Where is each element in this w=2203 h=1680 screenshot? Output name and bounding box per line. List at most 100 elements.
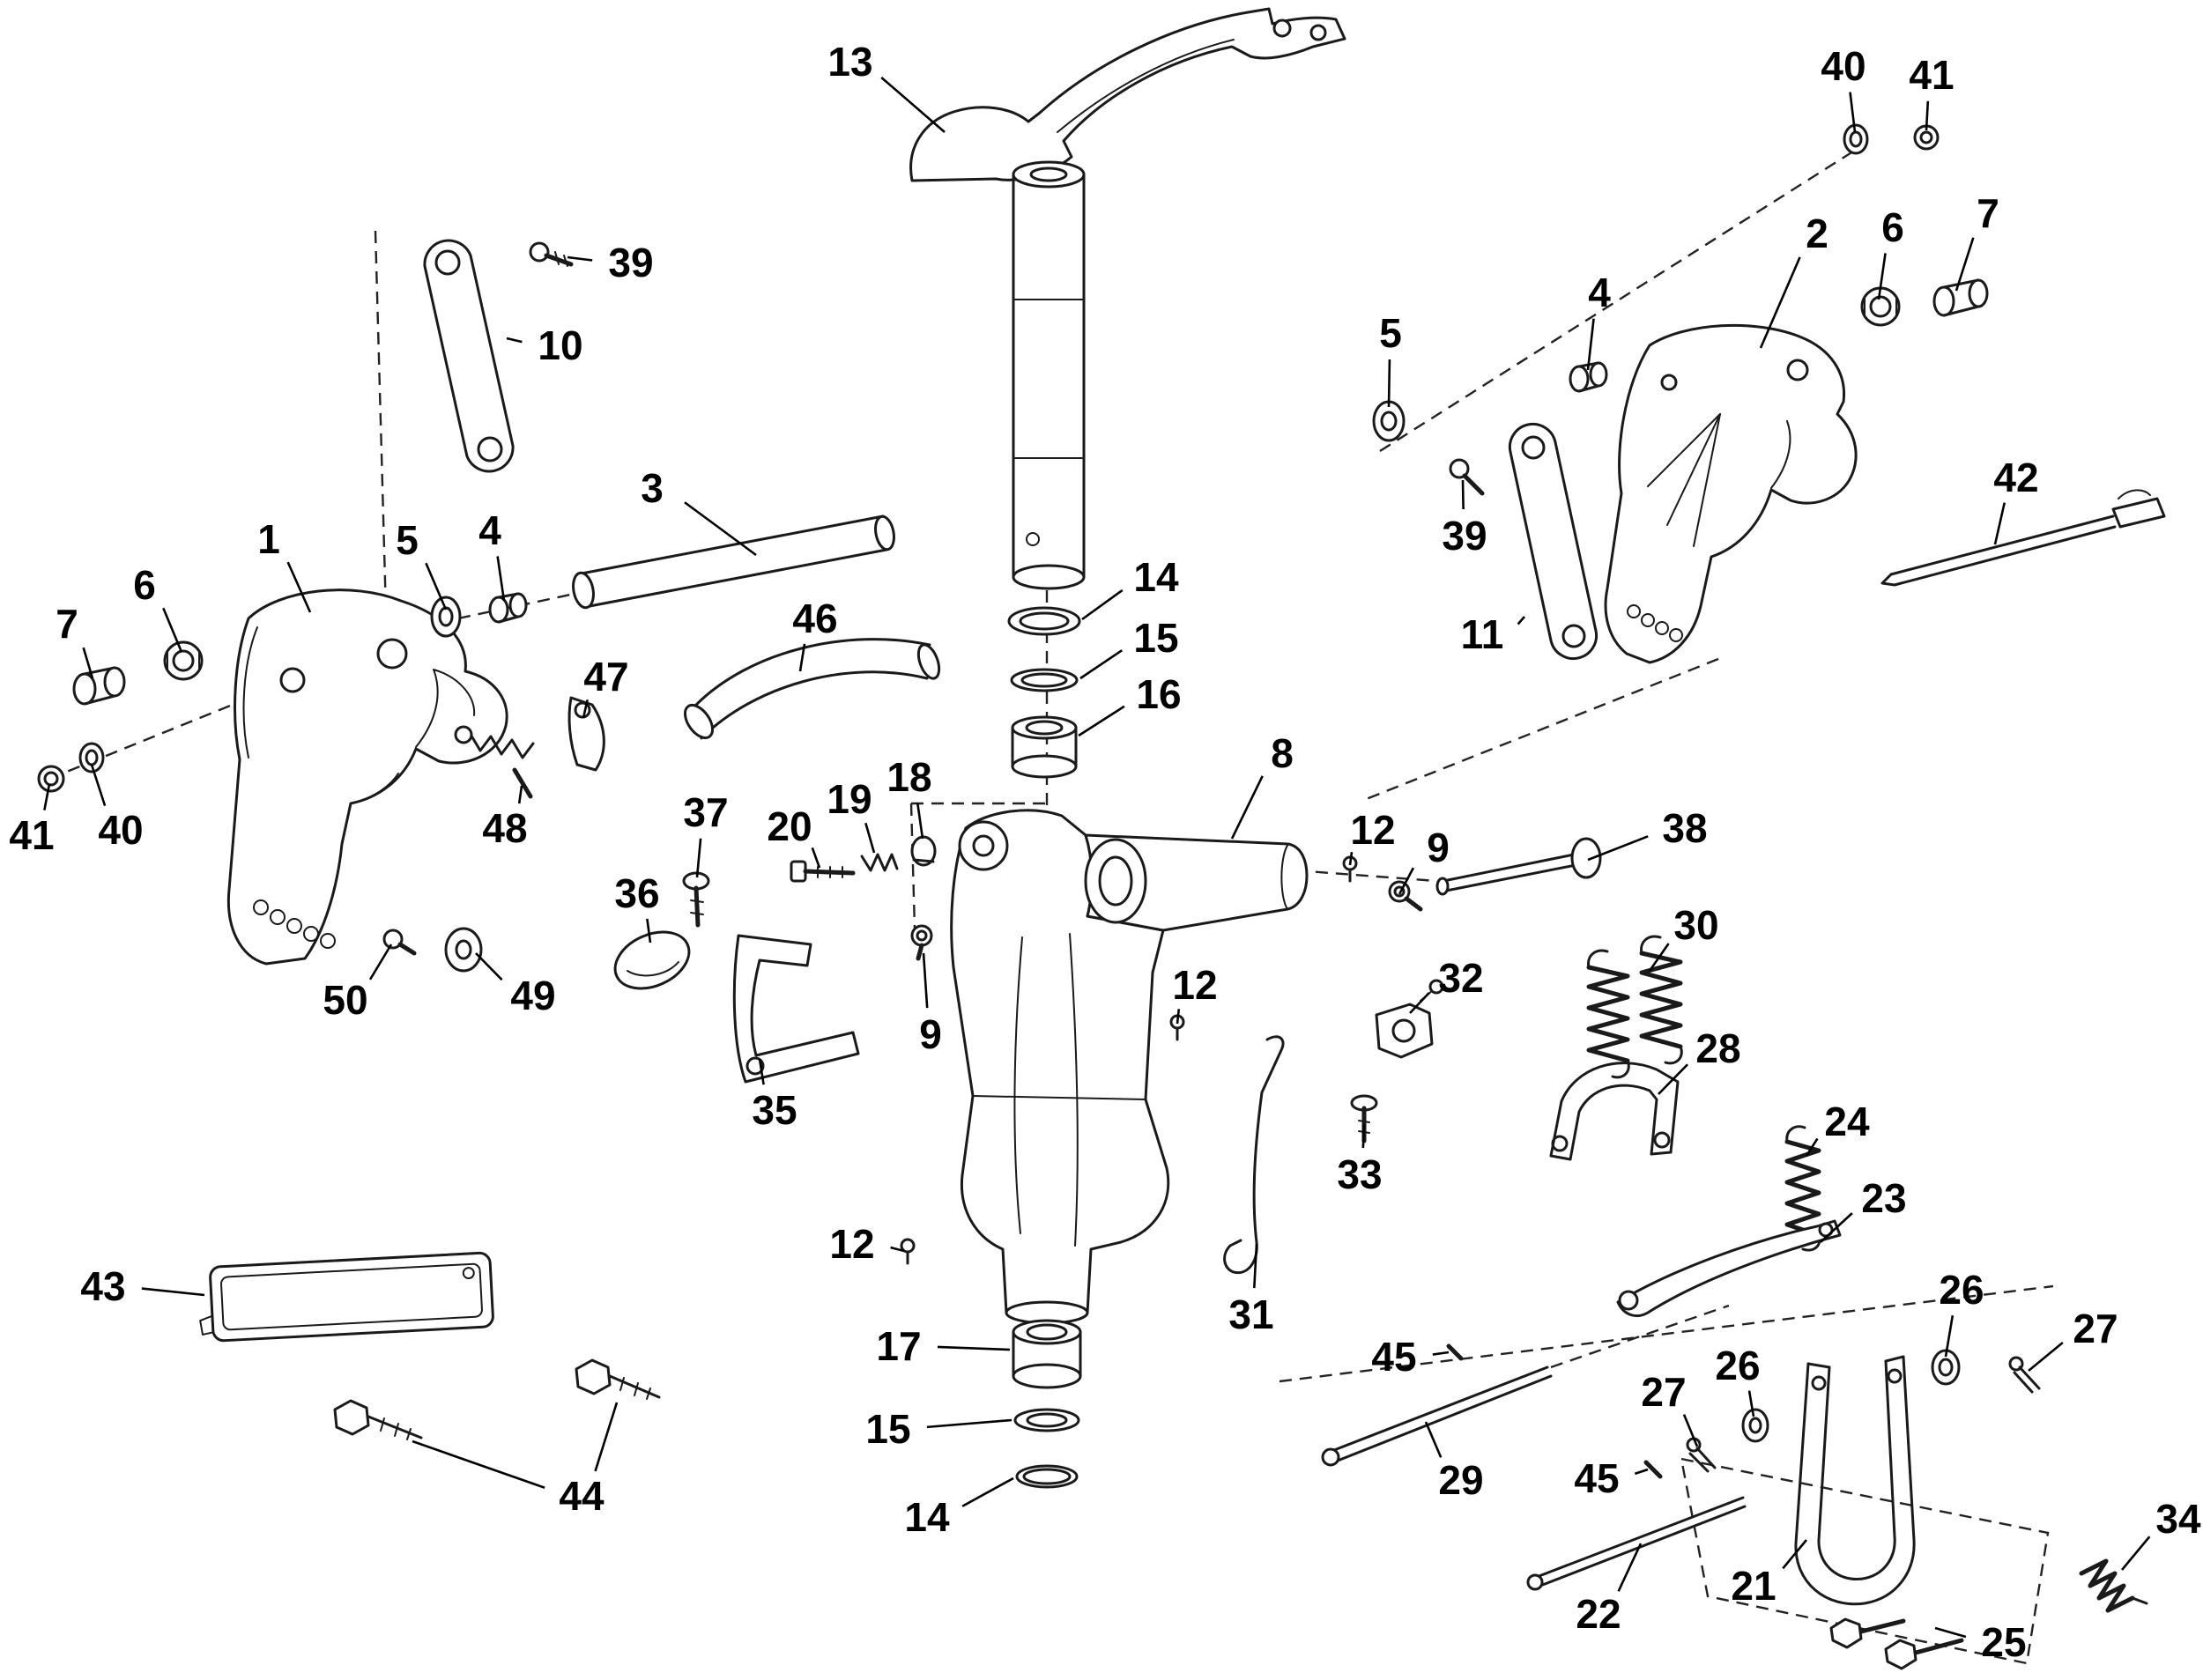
leader-line-5 — [1387, 359, 1391, 408]
bolt-20 — [790, 860, 856, 883]
leader-line-11 — [1517, 616, 1525, 625]
callout-45: 45 — [1371, 1334, 1416, 1380]
nut-41-left — [37, 765, 65, 793]
rod-22 — [1526, 1496, 1747, 1591]
callout-33: 33 — [1337, 1151, 1382, 1197]
leader-line-38 — [1587, 835, 1649, 862]
callout-26: 26 — [1715, 1343, 1760, 1388]
callout-6: 6 — [1881, 204, 1904, 250]
leader-line-7 — [1955, 237, 1975, 292]
leader-line-39 — [567, 255, 593, 262]
leader-line-45 — [1634, 1468, 1649, 1476]
link-plate-11 — [1508, 422, 1598, 661]
wire-link-31 — [1223, 1035, 1285, 1275]
callout-12: 12 — [1350, 807, 1395, 853]
leader-line-9 — [1398, 867, 1415, 895]
bushing-4-right — [1569, 361, 1608, 393]
leader-line-31 — [1252, 1243, 1258, 1289]
callout-43: 43 — [80, 1263, 125, 1309]
leader-line-14 — [1081, 588, 1124, 621]
leader-line-25 — [1934, 1626, 1967, 1639]
rod-29 — [1321, 1365, 1553, 1467]
callout-15: 15 — [865, 1406, 910, 1452]
callout-5: 5 — [1379, 310, 1402, 356]
leader-line-3 — [684, 501, 757, 557]
callout-1: 1 — [257, 516, 280, 562]
callout-32: 32 — [1438, 955, 1483, 1001]
leader-line-47 — [582, 699, 589, 719]
callout-37: 37 — [683, 789, 728, 835]
grease-fitting-12-c — [900, 1238, 916, 1265]
grab-handle — [683, 638, 941, 740]
tilt-tube — [572, 514, 895, 610]
callout-7: 7 — [1977, 190, 1999, 236]
callout-21: 21 — [1731, 1563, 1776, 1609]
callout-40: 40 — [98, 807, 143, 853]
callout-41: 41 — [1909, 52, 1954, 98]
callout-48: 48 — [482, 805, 527, 851]
callout-12: 12 — [1172, 962, 1217, 1008]
leader-line-15 — [1079, 649, 1123, 680]
pin-45-b — [1643, 1460, 1663, 1479]
callout-11: 11 — [1461, 611, 1504, 657]
callout-45: 45 — [1574, 1455, 1619, 1501]
swivel-bracket — [950, 809, 1309, 1325]
callout-27: 27 — [2073, 1306, 2118, 1351]
callout-36: 36 — [614, 870, 659, 916]
callout-18: 18 — [886, 754, 931, 800]
lock-bracket-35 — [732, 934, 860, 1084]
link-plate-10 — [423, 239, 515, 473]
leader-line-44 — [594, 1402, 619, 1472]
leader-line-16 — [1078, 705, 1125, 737]
bolt-39-left — [529, 241, 574, 267]
callout-20: 20 — [767, 803, 812, 849]
leader-line-7 — [82, 647, 94, 679]
leader-line-40 — [90, 764, 107, 807]
nut-6-left — [163, 640, 204, 681]
leader-line-4 — [1586, 318, 1595, 371]
leader-line-13 — [880, 76, 946, 133]
leader-line-33 — [1361, 1123, 1366, 1149]
leader-line-45 — [1432, 1351, 1450, 1356]
u-bracket-21 — [1794, 1355, 1916, 1606]
leader-line-42 — [1993, 502, 2006, 545]
leader-line-17 — [937, 1345, 1011, 1351]
spring-30-a — [1586, 949, 1630, 1079]
leader-line-14 — [961, 1476, 1014, 1507]
leader-line-24 — [1805, 1137, 1819, 1157]
link-pin-42 — [1880, 489, 2166, 587]
callout-49: 49 — [510, 973, 555, 1018]
leader-line-10 — [506, 337, 523, 344]
leader-line-12 — [1176, 1009, 1181, 1025]
leader-line-43 — [141, 1287, 205, 1297]
leader-line-37 — [695, 838, 702, 878]
leader-line-26 — [1944, 1314, 1955, 1358]
shift-knob-36 — [613, 930, 691, 990]
leader-line-6 — [162, 607, 183, 653]
callout-27: 27 — [1641, 1369, 1686, 1415]
callout-41: 41 — [9, 812, 54, 858]
leader-line-48 — [517, 785, 523, 804]
transom-bracket-left — [226, 588, 508, 966]
washer-5-right — [1372, 400, 1406, 442]
leader-line-15 — [926, 1418, 1012, 1429]
washer-40-top — [1843, 123, 1869, 155]
callout-4: 4 — [1588, 270, 1611, 315]
callout-10: 10 — [538, 322, 582, 368]
callout-4: 4 — [478, 507, 501, 553]
callout-8: 8 — [1271, 730, 1294, 776]
callout-5: 5 — [396, 517, 419, 563]
mount-plate-43 — [199, 1251, 494, 1343]
callout-28: 28 — [1695, 1025, 1740, 1071]
nut-41-top — [1913, 124, 1940, 151]
upper-seal-stack — [1007, 606, 1081, 779]
cotter-pin-27-b — [1686, 1437, 1717, 1473]
callout-39: 39 — [608, 240, 653, 285]
bolts-25 — [1829, 1617, 1964, 1670]
callout-9: 9 — [1427, 825, 1450, 870]
leader-line-27 — [1682, 1414, 1699, 1447]
leader-line-36 — [646, 918, 652, 944]
spring-19 — [860, 853, 899, 872]
bushing-4-left — [488, 592, 528, 624]
screw-50 — [382, 929, 417, 956]
